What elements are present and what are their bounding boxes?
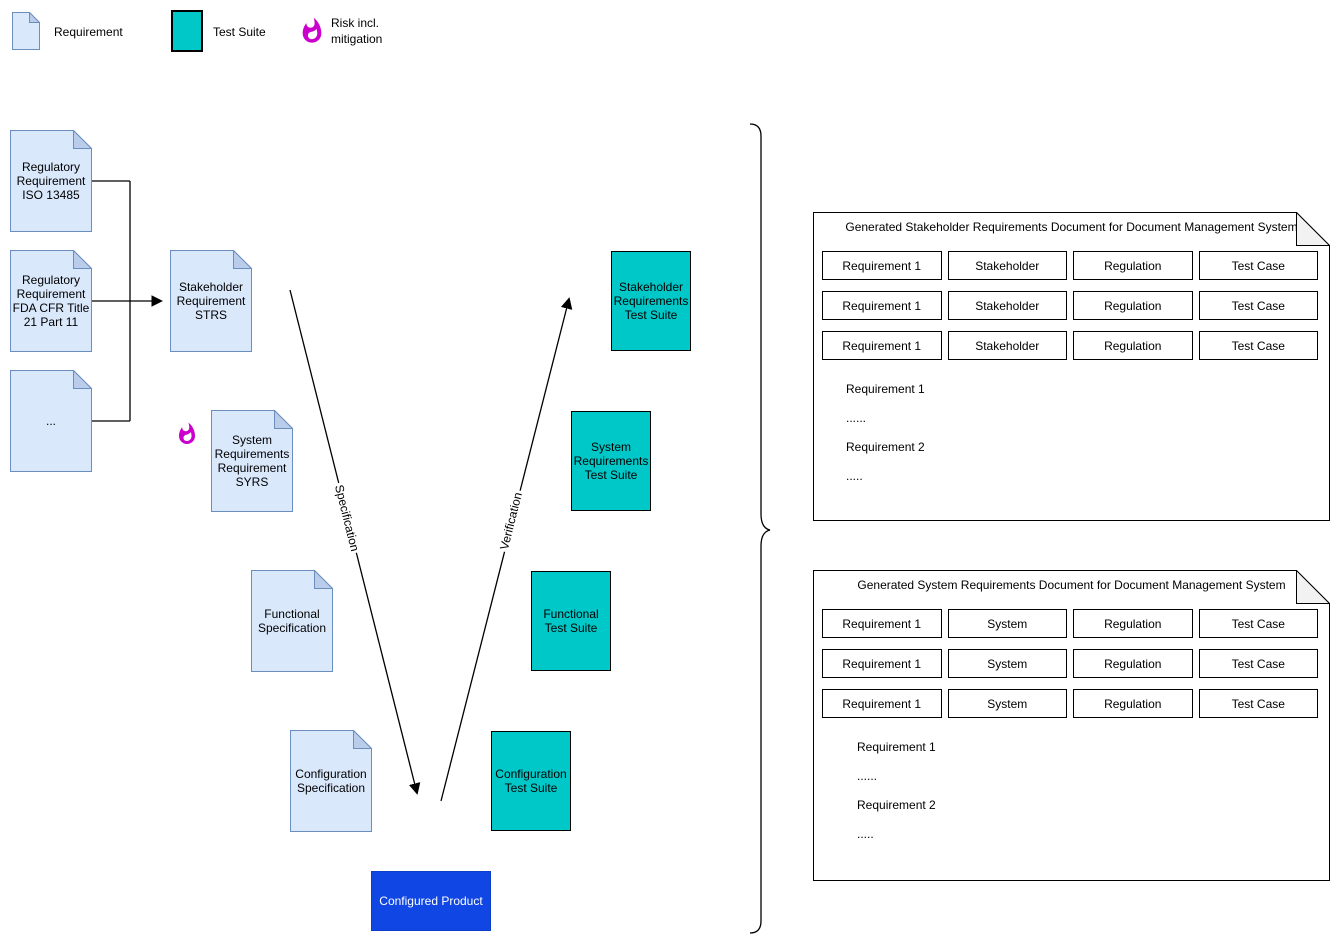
table-cell: Requirement 1 xyxy=(822,291,942,320)
risk-flame-icon xyxy=(179,422,195,444)
document-icon xyxy=(251,570,333,672)
traceability-table: Requirement 1 Stakeholder Regulation Tes… xyxy=(822,251,1318,360)
requirement-document-icon xyxy=(12,12,40,50)
doc-label: Configuration Specification xyxy=(295,767,367,795)
doc-system-requirements-syrs: System Requirements Requirement SYRS xyxy=(211,410,293,512)
table-cell: Test Case xyxy=(1198,331,1318,360)
body-line: ..... xyxy=(857,827,874,841)
doc-regulatory-iso13485: Regulatory Requirement ISO 13485 xyxy=(10,130,92,232)
legend-test-suite-label: Test Suite xyxy=(213,25,266,39)
doc-label: System Requirements Requirement SYRS xyxy=(214,433,290,489)
table-row: Requirement 1 Stakeholder Regulation Tes… xyxy=(822,291,1318,320)
doc-label: Functional Specification xyxy=(257,607,327,635)
traceability-table: Requirement 1 System Regulation Test Cas… xyxy=(822,609,1318,718)
generated-stakeholder-requirements-panel: Generated Stakeholder Requirements Docum… xyxy=(813,212,1330,521)
test-suite-system-requirements: System Requirements Test Suite xyxy=(571,411,651,511)
table-cell: Regulation xyxy=(1073,331,1193,360)
table-row: Requirement 1 Stakeholder Regulation Tes… xyxy=(822,251,1318,280)
table-row: Requirement 1 System Regulation Test Cas… xyxy=(822,689,1318,718)
document-icon xyxy=(211,410,293,512)
configured-product-box: Configured Product xyxy=(371,871,491,931)
legend-risk-label: Risk incl. mitigation xyxy=(331,16,383,46)
table-cell: Regulation xyxy=(1073,251,1193,280)
document-icon xyxy=(10,130,92,232)
table-cell: Requirement 1 xyxy=(822,331,942,360)
document-icon xyxy=(10,250,92,352)
table-cell: Stakeholder xyxy=(947,331,1067,360)
document-icon xyxy=(10,370,92,472)
panel-title: Generated Stakeholder Requirements Docum… xyxy=(845,220,1298,234)
table-cell: Regulation xyxy=(1073,609,1193,638)
table-cell: Regulation xyxy=(1073,291,1193,320)
table-row: Requirement 1 System Regulation Test Cas… xyxy=(822,609,1318,638)
curly-brace xyxy=(749,123,771,934)
table-cell: System xyxy=(947,649,1067,678)
test-suite-functional: Functional Test Suite xyxy=(531,571,611,671)
table-cell: Requirement 1 xyxy=(822,649,942,678)
doc-label: Regulatory Requirement ISO 13485 xyxy=(16,160,86,202)
generated-system-requirements-panel: Generated System Requirements Document f… xyxy=(813,570,1330,881)
table-cell: Stakeholder xyxy=(947,251,1067,280)
body-line: Requirement 2 xyxy=(846,440,925,454)
document-icon xyxy=(170,250,252,352)
specification-edge-label: Specification xyxy=(331,481,363,555)
verification-edge-label: Verification xyxy=(496,488,526,554)
body-line: Requirement 2 xyxy=(857,798,936,812)
requirement-body-text: Requirement 1 ...... Requirement 2 ..... xyxy=(846,382,1330,484)
body-line: ..... xyxy=(846,469,863,483)
table-cell: Test Case xyxy=(1198,291,1318,320)
panel-document-outline xyxy=(813,212,1330,521)
doc-regulatory-more: ... xyxy=(10,370,92,472)
table-cell: Test Case xyxy=(1198,649,1318,678)
table-cell: System xyxy=(947,609,1067,638)
doc-regulatory-fda: Regulatory Requirement FDA CFR Title 21 … xyxy=(10,250,92,352)
risk-flame-icon xyxy=(302,17,322,43)
body-line: ...... xyxy=(857,769,878,783)
panel-document-outline xyxy=(813,570,1330,881)
table-cell: System xyxy=(947,689,1067,718)
test-suite-configuration: Configuration Test Suite xyxy=(491,731,571,831)
table-cell: Requirement 1 xyxy=(822,689,942,718)
test-suite-swatch xyxy=(171,10,203,52)
doc-label: Regulatory Requirement FDA CFR Title 21 … xyxy=(12,273,90,329)
test-suite-stakeholder-requirements: Stakeholder Requirements Test Suite xyxy=(611,251,691,351)
table-cell: Requirement 1 xyxy=(822,251,942,280)
doc-functional-specification: Functional Specification xyxy=(251,570,333,672)
panel-title: Generated System Requirements Document f… xyxy=(857,578,1286,592)
body-line: Requirement 1 xyxy=(857,740,936,754)
legend-requirement-label: Requirement xyxy=(54,25,123,39)
table-cell: Test Case xyxy=(1198,689,1318,718)
doc-configuration-specification: Configuration Specification xyxy=(290,730,372,832)
doc-stakeholder-requirement-strs: Stakeholder Requirement STRS xyxy=(170,250,252,352)
table-cell: Test Case xyxy=(1198,609,1318,638)
document-icon xyxy=(290,730,372,832)
table-row: Requirement 1 System Regulation Test Cas… xyxy=(822,649,1318,678)
table-cell: Requirement 1 xyxy=(822,609,942,638)
table-cell: Regulation xyxy=(1073,649,1193,678)
body-line: Requirement 1 xyxy=(846,382,925,396)
requirement-body-text: Requirement 1 ...... Requirement 2 ..... xyxy=(857,740,1330,842)
body-line: ...... xyxy=(846,411,867,425)
table-cell: Stakeholder xyxy=(947,291,1067,320)
doc-label: Stakeholder Requirement STRS xyxy=(176,280,246,322)
table-row: Requirement 1 Stakeholder Regulation Tes… xyxy=(822,331,1318,360)
table-cell: Regulation xyxy=(1073,689,1193,718)
table-cell: Test Case xyxy=(1198,251,1318,280)
doc-label: ... xyxy=(45,414,56,428)
